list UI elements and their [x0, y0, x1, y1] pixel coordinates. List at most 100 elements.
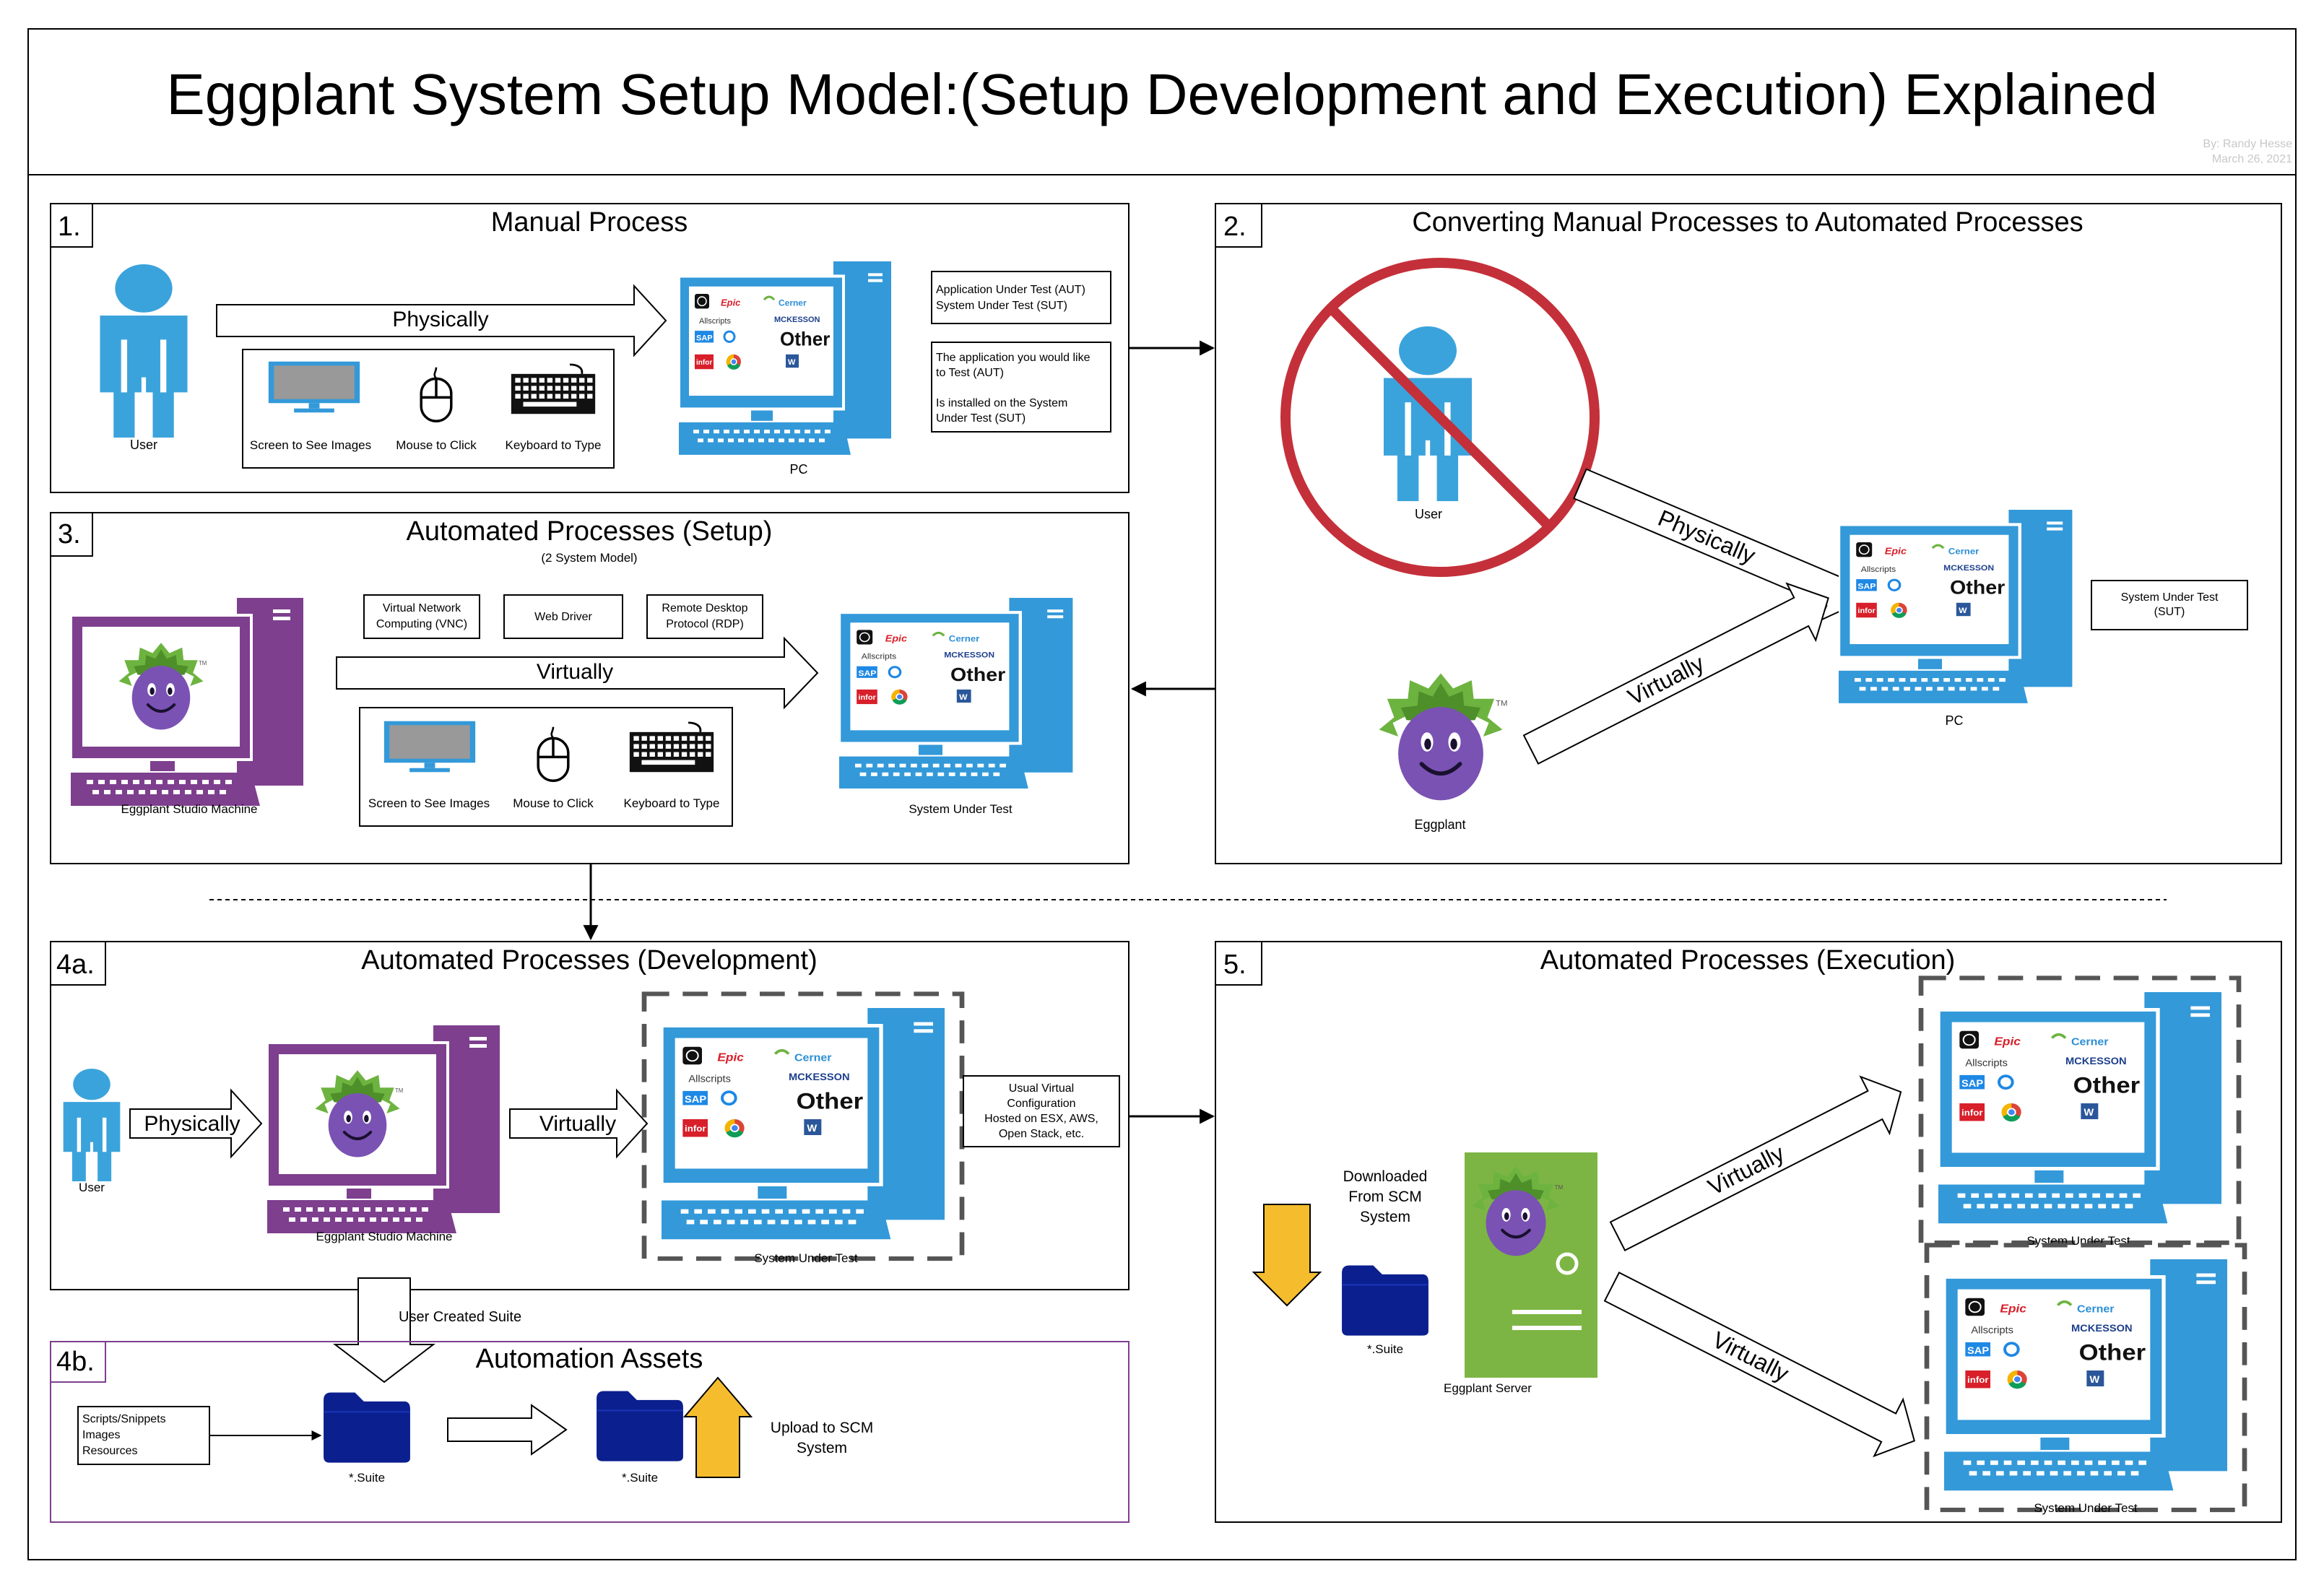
word-icon [786, 354, 799, 368]
app-logo-icon [682, 1046, 702, 1065]
author-credit: By: Randy Hesse [2203, 138, 2292, 150]
mckesson-logo: MCKESSON [2071, 1323, 2133, 1334]
mckesson-logo: MCKESSON [944, 651, 994, 659]
word-icon [804, 1119, 822, 1135]
suite-folder-icon [596, 1390, 684, 1462]
date-credit: March 26, 2021 [2212, 153, 2292, 165]
eggplant-logo [1379, 674, 1508, 801]
app-logo-icon [1856, 542, 1873, 557]
epic-logo: Epic [717, 1051, 744, 1064]
suite-label: *.Suite [1367, 1342, 1403, 1356]
allscripts-logo: Allscripts [862, 652, 897, 661]
protocol-rdp [646, 594, 763, 639]
downloaded-label: From SCM [1348, 1189, 1422, 1205]
panel-number: 4a. [56, 950, 95, 980]
asset-item: Resources [82, 1445, 137, 1457]
sut-label: System Under Test [2034, 1501, 2138, 1515]
note-line: to Test (AUT) [936, 367, 1004, 379]
physically-arrow [216, 284, 667, 357]
infor-logo-icon [1965, 1370, 1990, 1389]
assets-list [77, 1406, 210, 1465]
internet-explorer-icon [888, 666, 902, 679]
sap-logo-icon [1959, 1074, 1985, 1090]
panel-2-converting: 2. Converting Manual Processes to Automa… [1215, 203, 2282, 864]
user-icon [100, 264, 188, 438]
panel-number: 4b. [56, 1347, 95, 1377]
mckesson-logo: MCKESSON [789, 1072, 850, 1082]
screen-label: Screen to See Images [250, 438, 371, 452]
chrome-icon [724, 1118, 745, 1138]
virtually-arrow-label: Virtually [539, 1112, 616, 1136]
virtual-config-note [963, 1075, 1120, 1147]
word-logo: W [2084, 1107, 2094, 1118]
sut-note-line: System Under Test [2121, 591, 2219, 604]
app-logo-icon [857, 630, 873, 645]
cerner-logo: Cerner [2071, 1036, 2109, 1048]
virtually-arrow [336, 636, 819, 710]
other-apps-label: Other [2073, 1073, 2141, 1098]
virtually-arrow: Virtually [1522, 582, 1829, 765]
internet-explorer-icon [723, 330, 736, 343]
virtually-arrow: Virtually [1603, 1272, 1915, 1458]
word-icon [1956, 602, 1971, 617]
virtually-arrow: Virtually [1609, 1075, 1902, 1251]
asset-item: Images [82, 1429, 120, 1441]
cerner-logo: Cerner [779, 297, 807, 308]
sap-logo: SAP [1961, 1077, 1983, 1088]
protocol-rdp-line: Protocol (RDP) [666, 618, 744, 630]
downloaded-label: System [1360, 1209, 1410, 1225]
panel-title: Automated Processes (Setup) [407, 516, 773, 547]
sut-note [2091, 580, 2248, 630]
panel-1-manual-process: 1. Manual Process User Physically Screen… [50, 203, 1130, 493]
app-logo-icon [695, 293, 709, 309]
sut-label: System Under Test (SUT) [936, 300, 1067, 312]
download-arrow-icon [1252, 1204, 1322, 1307]
input-devices-box [242, 349, 615, 469]
suite-folder-icon [1341, 1264, 1429, 1337]
physically-arrow-label: Physically [144, 1112, 240, 1136]
word-icon [956, 689, 971, 703]
sap-logo-icon [1856, 579, 1877, 591]
epic-logo: Epic [721, 297, 741, 308]
upload-label: Upload to SCM [771, 1420, 873, 1436]
panel-subtitle: (2 System Model) [541, 551, 637, 565]
screen-label: Screen to See Images [368, 796, 490, 810]
outer-frame [27, 28, 2297, 1560]
cerner-logo: Cerner [794, 1052, 832, 1064]
infor-logo: infor [1961, 1108, 1983, 1118]
no-user-sign [1280, 258, 1600, 577]
other-apps-label: Other [2079, 1340, 2146, 1365]
note-line: Open Stack, etc. [999, 1128, 1084, 1140]
word-logo: W [788, 358, 796, 367]
sap-logo-icon [857, 666, 877, 678]
internet-explorer-icon [721, 1090, 737, 1106]
word-icon [2086, 1370, 2104, 1386]
mouse-icon [538, 727, 568, 781]
allscripts-logo: Allscripts [688, 1073, 731, 1084]
app-logo-icon [1965, 1298, 1985, 1316]
word-logo: W [2089, 1374, 2100, 1385]
input-devices-box [359, 707, 733, 827]
infor-logo-icon [682, 1119, 708, 1137]
upload-label: System [797, 1440, 847, 1456]
protocol-web-driver [503, 594, 623, 639]
panel-title: Manual Process [491, 207, 688, 238]
allscripts-logo: Allscripts [1861, 565, 1896, 574]
panel-4b-automation-assets: 4b. Automation Assets Scripts/Snippets I… [50, 1341, 1130, 1523]
panel-title: Automated Processes (Execution) [1540, 945, 1956, 976]
other-apps-label: Other [797, 1089, 864, 1114]
sap-logo-icon [695, 331, 714, 343]
infor-logo: infor [1857, 607, 1875, 615]
user-label: User [79, 1181, 105, 1194]
panel-number: 3. [58, 519, 81, 549]
aut-explanation-note [931, 342, 1111, 433]
protocol-web-driver-line: Web Driver [534, 611, 592, 623]
word-logo: W [807, 1123, 818, 1134]
suite-label: *.Suite [349, 1471, 385, 1485]
virtually-arrow-label: Virtually [537, 660, 613, 684]
